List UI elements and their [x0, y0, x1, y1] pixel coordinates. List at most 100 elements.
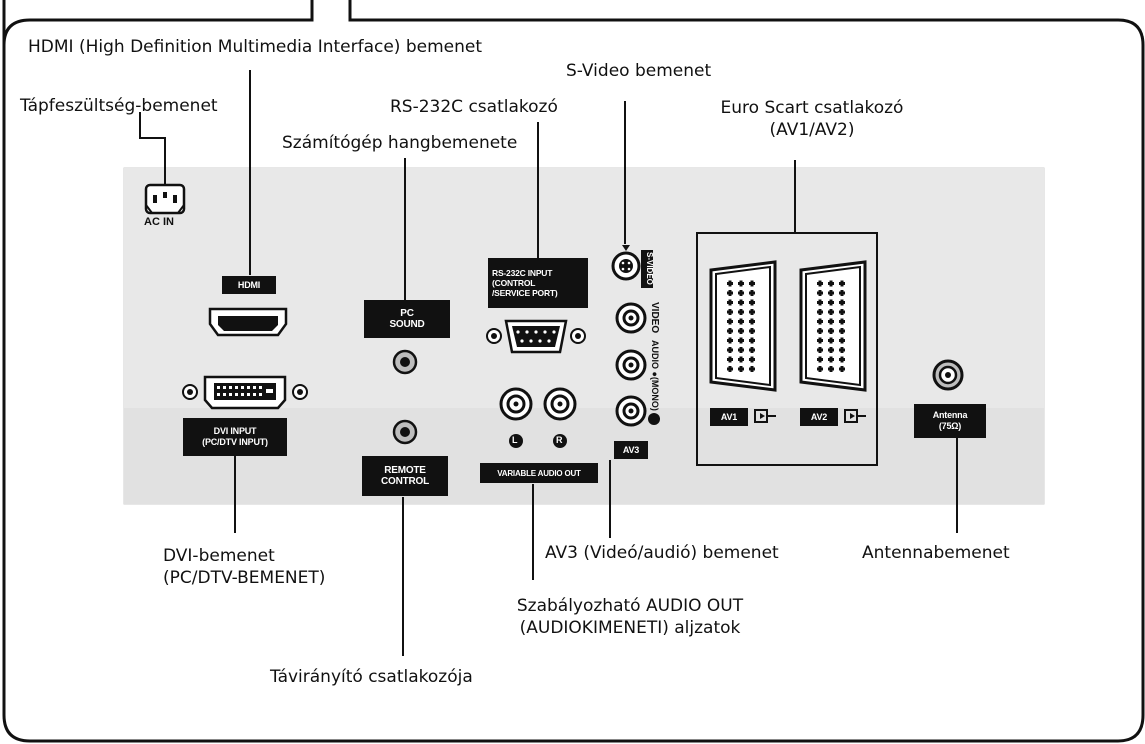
- dvi-socket: [182, 375, 308, 410]
- scart-pin: [728, 347, 732, 353]
- av3-audio-left-jack: [615, 349, 647, 381]
- callout-hdmi: HDMI (High Definition Multimedia Interfa…: [28, 36, 482, 58]
- scart-pin: [750, 309, 754, 315]
- av2-arrow-icon: [844, 409, 866, 423]
- svideo-tag: [641, 250, 653, 288]
- leader-power: [139, 112, 166, 185]
- label-hdmi: HDMI: [222, 276, 276, 294]
- callout-av3: AV3 (Videó/audió) bemenet: [545, 542, 779, 564]
- label-audio-l: L: [512, 435, 518, 445]
- av3-r-badge: [648, 413, 660, 425]
- callout-audio-out-line1: Szabályozható AUDIO OUT: [516, 596, 744, 616]
- hdmi-socket: [208, 307, 288, 337]
- scart-pin: [818, 366, 822, 372]
- label-hdmi-text: HDMI: [237, 279, 261, 290]
- scart-pin: [829, 299, 833, 306]
- label-audio-mono: AUDIO ●(MONO): [650, 340, 660, 411]
- av3-video-jack: [615, 302, 647, 334]
- scart-pin: [739, 318, 743, 325]
- scart-pin: [840, 328, 844, 334]
- label-rs232: RS-232C INPUT (CONTROL /SERVICE PORT): [488, 258, 588, 308]
- scart-pin: [829, 347, 833, 353]
- label-variable-audio-out-text: VARIABLE AUDIO OUT: [497, 468, 581, 478]
- scart-pin: [818, 280, 822, 287]
- label-pc-sound-1: PC: [400, 308, 414, 319]
- callout-scart-line1: Euro Scart csatlakozó: [720, 98, 904, 118]
- scart-pin: [750, 347, 754, 353]
- av1-arrow-icon: [754, 409, 776, 423]
- scart-pin: [818, 356, 822, 363]
- scart-pin: [739, 366, 743, 372]
- label-svideo: S-VIDEO: [645, 252, 654, 285]
- audio-r-badge: [553, 434, 567, 448]
- scart-pin: [829, 356, 833, 363]
- scart-pin: [739, 290, 743, 296]
- label-av3: AV3: [614, 441, 648, 459]
- scart-pin: [728, 299, 732, 306]
- scart-pin: [840, 309, 844, 315]
- callout-remote-text: Távirányító csatlakozója: [270, 667, 473, 687]
- scart-pin: [728, 337, 732, 344]
- label-ac-in: AC IN: [144, 216, 174, 228]
- svideo-socket: [611, 245, 641, 281]
- scart-pin: [750, 280, 754, 287]
- label-av2-text: AV2: [810, 411, 828, 422]
- label-remote-2: CONTROL: [380, 476, 430, 487]
- scart-pin: [818, 318, 822, 325]
- scart-pin: [829, 280, 833, 287]
- label-av1: AV1: [710, 408, 748, 426]
- callout-power: Tápfeszültség-bemenet: [20, 95, 218, 117]
- callout-rs232-text: RS-232C csatlakozó: [390, 97, 558, 117]
- label-antenna-2: (75Ω): [938, 421, 962, 431]
- callout-power-text: Tápfeszültség-bemenet: [20, 96, 218, 116]
- scart-pin: [750, 337, 754, 344]
- label-pc-sound: PC SOUND: [364, 300, 450, 338]
- label-av3-text: AV3: [622, 444, 640, 455]
- scart-pin: [829, 337, 833, 344]
- callout-dvi-line2: (PC/DTV-BEMENET): [163, 568, 326, 588]
- audio-out-left-jack: [499, 387, 533, 421]
- scart-pin: [818, 328, 822, 334]
- scart-pin: [840, 299, 844, 306]
- scart-pin: [750, 366, 754, 372]
- scart-pin: [818, 347, 822, 353]
- scart-pin: [739, 309, 743, 315]
- audio-l-badge: [509, 434, 523, 448]
- scart-pin: [840, 318, 844, 325]
- callout-audio-out: Szabályozható AUDIO OUT (AUDIOKIMENETI) …: [460, 595, 800, 639]
- label-rs232-1: RS-232C INPUT: [492, 268, 553, 278]
- scart-pin: [840, 356, 844, 363]
- callout-antenna-text: Antennabemenet: [862, 543, 1010, 563]
- antenna-socket: [932, 359, 964, 391]
- callout-scart: Euro Scart csatlakozó (AV1/AV2): [692, 97, 932, 141]
- scart-pin: [840, 366, 844, 372]
- scart-pin: [728, 280, 732, 287]
- scart-pin: [739, 337, 743, 344]
- callout-svideo: S-Video bemenet: [566, 60, 711, 82]
- audio-out-right-jack: [543, 387, 577, 421]
- callout-svideo-text: S-Video bemenet: [566, 61, 712, 81]
- scart-pin: [840, 280, 844, 287]
- pc-sound-jack: [392, 349, 418, 375]
- scart-pin: [728, 356, 732, 363]
- callout-hdmi-text: HDMI (High Definition Multimedia Interfa…: [28, 37, 483, 57]
- label-audio-r: R: [556, 435, 563, 445]
- scart-pin: [728, 309, 732, 315]
- scart-pin: [739, 356, 743, 363]
- label-variable-audio-out: VARIABLE AUDIO OUT: [480, 463, 598, 483]
- label-dvi: DVI INPUT (PC/DTV INPUT): [183, 418, 287, 456]
- label-remote-1: REMOTE: [384, 465, 426, 476]
- callout-av3-text: AV3 (Videó/audió) bemenet: [545, 543, 779, 563]
- scart-pin: [728, 366, 732, 372]
- label-antenna-1: Antenna: [932, 410, 968, 420]
- scart-pin: [750, 328, 754, 334]
- scart-av1-socket: [709, 260, 777, 392]
- callout-pc-sound: Számítógép hangbemenete: [282, 132, 517, 154]
- remote-control-jack: [392, 419, 418, 445]
- scart-pin: [728, 318, 732, 325]
- callout-scart-line2: (AV1/AV2): [769, 120, 855, 140]
- label-rs232-2: (CONTROL: [492, 278, 536, 288]
- callout-dvi-line1: DVI-bemenet: [163, 546, 275, 566]
